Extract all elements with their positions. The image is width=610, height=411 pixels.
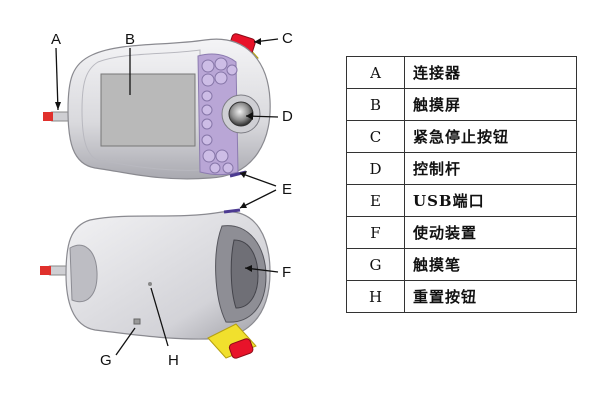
legend-key: H bbox=[346, 280, 405, 313]
legend-key: B bbox=[346, 88, 405, 121]
enabling-device bbox=[215, 225, 267, 323]
legend-key: G bbox=[346, 248, 405, 281]
legend-label: 控制杆 bbox=[404, 152, 577, 185]
pendant-front-view bbox=[43, 33, 271, 180]
callout-c: C bbox=[282, 30, 293, 47]
usb-port-back bbox=[223, 208, 241, 214]
legend-label: 触摸笔 bbox=[404, 248, 577, 281]
callout-e: E bbox=[282, 181, 293, 198]
callout-f: F bbox=[282, 264, 292, 281]
callout-a: A bbox=[51, 31, 62, 48]
legend-key: F bbox=[346, 216, 405, 249]
callout-b: B bbox=[125, 31, 136, 48]
legend-key: E bbox=[346, 184, 405, 217]
leader-arrowheads bbox=[55, 38, 261, 272]
emergency-stop-back bbox=[207, 323, 257, 359]
legend-key: C bbox=[346, 120, 405, 153]
pendant-back-view bbox=[40, 208, 271, 359]
legend-label: USB端口 bbox=[404, 184, 577, 217]
legend-label: 使动装置 bbox=[404, 216, 577, 249]
callout-h: H bbox=[168, 352, 179, 369]
legend-key: D bbox=[346, 152, 405, 185]
legend-key: A bbox=[346, 56, 405, 89]
legend-label: 紧急停止按钮 bbox=[404, 120, 577, 153]
legend-label: 连接器 bbox=[404, 56, 577, 89]
touch-screen bbox=[100, 73, 196, 147]
reset-button bbox=[148, 282, 152, 286]
callout-d: D bbox=[282, 108, 293, 125]
keypad-buttons bbox=[201, 57, 238, 174]
joystick bbox=[221, 94, 261, 134]
stylus bbox=[133, 318, 141, 325]
legend-label: 触摸屏 bbox=[404, 88, 577, 121]
legend-label: 重置按钮 bbox=[404, 280, 577, 313]
callout-g: G bbox=[100, 352, 112, 369]
